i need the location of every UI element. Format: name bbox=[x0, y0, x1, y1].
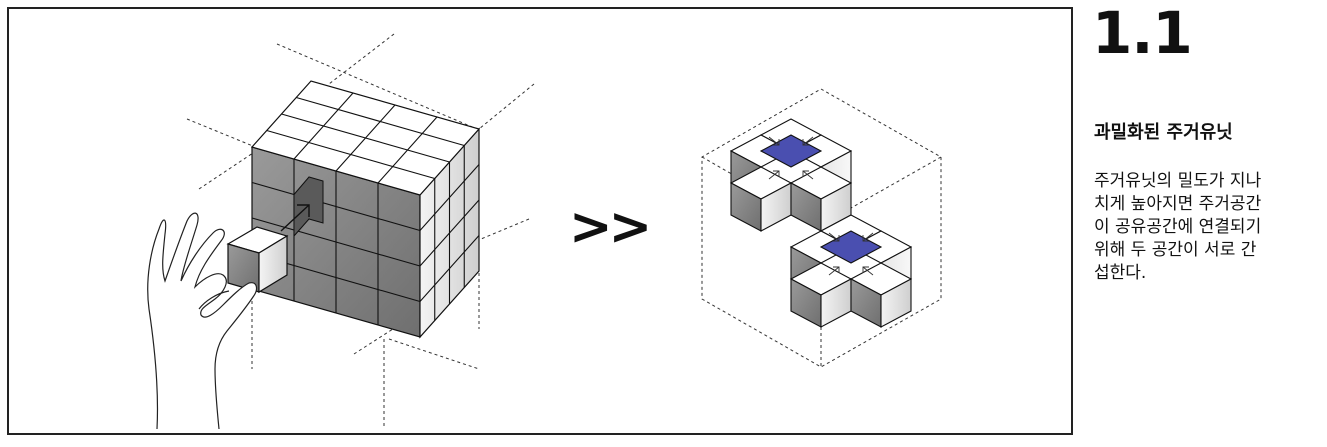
transition-arrow: >> bbox=[569, 197, 652, 257]
body-line: 위해 두 공간이 서로 간 bbox=[1094, 240, 1257, 260]
lower-unit-cluster bbox=[789, 214, 913, 328]
upper-unit-cluster bbox=[729, 118, 853, 232]
section-number: 1.1 bbox=[1092, 0, 1193, 67]
upper-arrows bbox=[768, 136, 814, 180]
body-line: 치게 높아지면 주거공간 bbox=[1094, 194, 1262, 214]
diagram-frame: >> bbox=[7, 7, 1073, 435]
small-cube bbox=[226, 226, 289, 294]
lower-arrows bbox=[828, 232, 874, 276]
body-line: 이 공유공간에 연결되기 bbox=[1094, 217, 1262, 237]
large-cube bbox=[250, 80, 481, 339]
hand-illustration bbox=[147, 212, 258, 430]
diagram-svg bbox=[147, 33, 942, 430]
section-title: 과밀화된 주거유닛 bbox=[1094, 122, 1233, 143]
body-line: 섭한다. bbox=[1094, 263, 1147, 283]
body-line: 주거유닛의 밀도가 지나 bbox=[1094, 171, 1262, 191]
section-body: 주거유닛의 밀도가 지나 치게 높아지면 주거공간 이 공유공간에 연결되기 위… bbox=[1094, 170, 1322, 285]
